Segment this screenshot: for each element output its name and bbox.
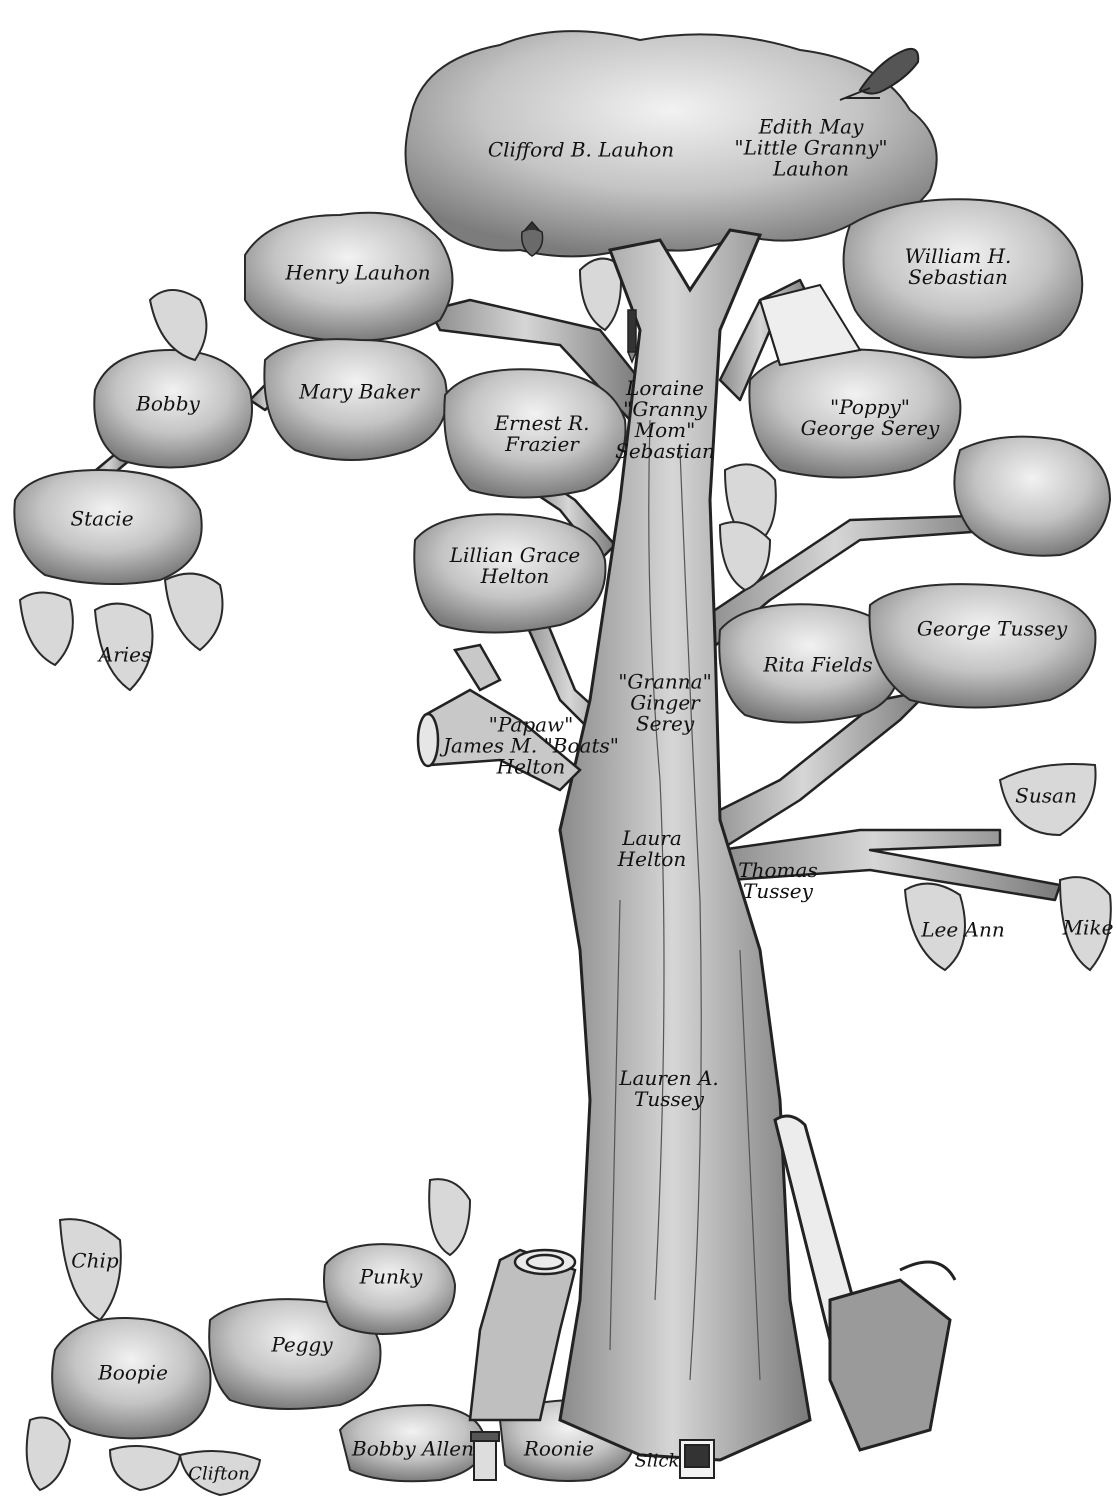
cut-stump-icon [470,1250,575,1420]
pill-bottle-icon [471,1432,499,1480]
undergrowth [52,1318,210,1438]
photo-icon [680,1440,714,1478]
book-icon [760,285,860,365]
pen-icon [628,310,636,362]
